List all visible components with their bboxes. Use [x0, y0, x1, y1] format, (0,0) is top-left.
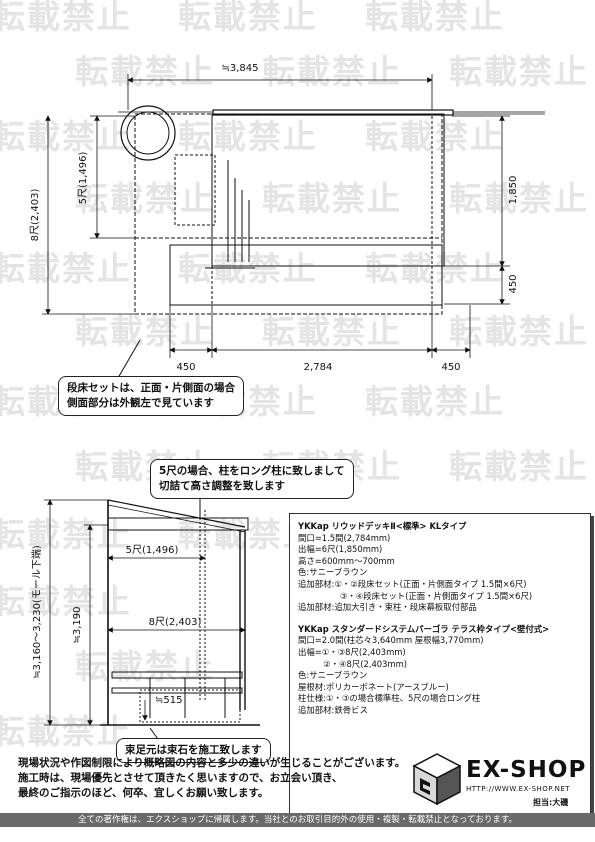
- dim-depth-8shaku: 8尺(2,403): [29, 189, 41, 242]
- step-outline: [169, 244, 443, 306]
- watermark: 転載禁止: [262, 52, 402, 91]
- watermark: 転載禁止: [365, 0, 505, 36]
- site-notes: 現場状況や作図制限により概略図の内容と多少の違いが生じることがございます。 施工…: [18, 757, 406, 799]
- pergola-beam: [212, 109, 454, 116]
- watermark: 転載禁止: [449, 447, 589, 486]
- copyright-footer: 全ての著作権は、エクスショップに帰属します。当社とのお取引目的外の使用・複製・転…: [0, 813, 595, 827]
- watermark: 転載禁止: [0, 249, 132, 288]
- pergola-line: 間口=2.0間(柱芯々3,640mm 屋根幅3,770mm): [298, 635, 484, 646]
- deck-line: ③・④段床セット(正面・片側面タイプ 1.5間×6尺): [298, 590, 533, 601]
- deck-title: YKKap リウッドデッキⅡ<標準> KLタイプ: [298, 521, 467, 531]
- dim-bottom-center: 2,784: [304, 362, 333, 373]
- pergola-line: 出幅=①・③8尺(2,403mm): [298, 646, 406, 657]
- dim-step: ≒515: [155, 695, 182, 706]
- callout-step-set: 段床セットは、正面・片側面の場合 側面部分は外観左で見ています: [58, 376, 244, 416]
- callout-foundation: 束足元は束石を施工致します: [116, 738, 271, 763]
- deck-line: 出幅=6尺(1,850mm): [298, 544, 383, 555]
- logo-url: HTTP://WWW.EX-SHOP.NET: [466, 785, 571, 793]
- watermark: 転載禁止: [75, 312, 215, 351]
- deck-line: 間口=1.5間(2,784mm): [298, 532, 391, 543]
- deck-line: 高さ=600mm～700mm: [298, 555, 395, 566]
- ex-shop-logo-icon: [412, 753, 462, 806]
- pergola-line: 追加部材:鉄骨ビス: [298, 704, 368, 715]
- dim-bottom-left: 450: [176, 362, 195, 373]
- deck-line: 追加部材:①・②段床セット(正面・片側面タイプ 1.5間×6尺): [298, 578, 527, 589]
- watermark: 転載禁止: [449, 52, 589, 91]
- deck-line: 色:サニーブラウン: [298, 567, 368, 578]
- dim-height-range: ≒3,160～3,230(モール下端): [30, 545, 43, 679]
- side-elevation: [100, 499, 260, 726]
- dim-elev-5shaku: 5尺(1,496): [126, 544, 179, 556]
- pergola-title: YKKap スタンダードシステムパーゴラ テラス枠タイプ<壁付式>: [298, 623, 550, 634]
- watermark: 転載禁止: [365, 249, 505, 288]
- plan-view: [118, 105, 545, 315]
- watermark: 転載禁止: [262, 179, 402, 218]
- watermark: 転載禁止: [262, 312, 402, 351]
- dim-bottom-right: 450: [441, 362, 460, 373]
- watermark: 転載禁止: [178, 117, 318, 156]
- watermark: 転載禁止: [0, 0, 132, 36]
- watermark: 転載禁止: [0, 117, 132, 156]
- deck-outline: [211, 113, 445, 267]
- staff-name: 担当:大磯: [533, 798, 569, 807]
- watermark: 転載禁止: [449, 179, 589, 218]
- watermark: 転載禁止: [365, 117, 505, 156]
- watermark: 転載禁止: [449, 312, 589, 351]
- watermark: 転載禁止: [75, 52, 215, 91]
- pergola-line: 色:サニーブラウン: [298, 670, 368, 681]
- dim-right-lower: 450: [508, 274, 519, 293]
- pergola-line: ②・④8尺(2,403mm): [298, 658, 408, 669]
- callout-long-post: 5尺の場合、柱をロング柱に致しまして 切詰て高さ調整を致します: [150, 459, 354, 499]
- pergola-roof: [107, 499, 246, 528]
- logo-name: EX-SHOP: [466, 757, 587, 783]
- deck-board: [111, 671, 243, 679]
- pergola-line: 屋根材:ポリカーボネート(アースブルー): [298, 681, 449, 692]
- deck-line: 追加部材:追加大引き・束柱・段床幕板取付部品: [298, 602, 477, 613]
- watermark: 転載禁止: [178, 0, 318, 36]
- dim-height: ≒3,190: [72, 606, 83, 643]
- dim-total-width: ≒3,845: [221, 63, 258, 74]
- dim-depth-5shaku: 5尺(1,496): [77, 152, 89, 205]
- dim-elev-8shaku: 8尺(2,403): [149, 616, 202, 628]
- watermark: 転載禁止: [75, 647, 215, 686]
- dim-right-upper: 1,850: [508, 176, 519, 205]
- drain-circle: [120, 105, 176, 161]
- pergola-outline: [134, 113, 443, 315]
- pergola-line: 柱仕様:①・③の場合標準柱、5尺の場合ロング柱: [298, 693, 481, 704]
- watermark: 転載禁止: [365, 382, 505, 421]
